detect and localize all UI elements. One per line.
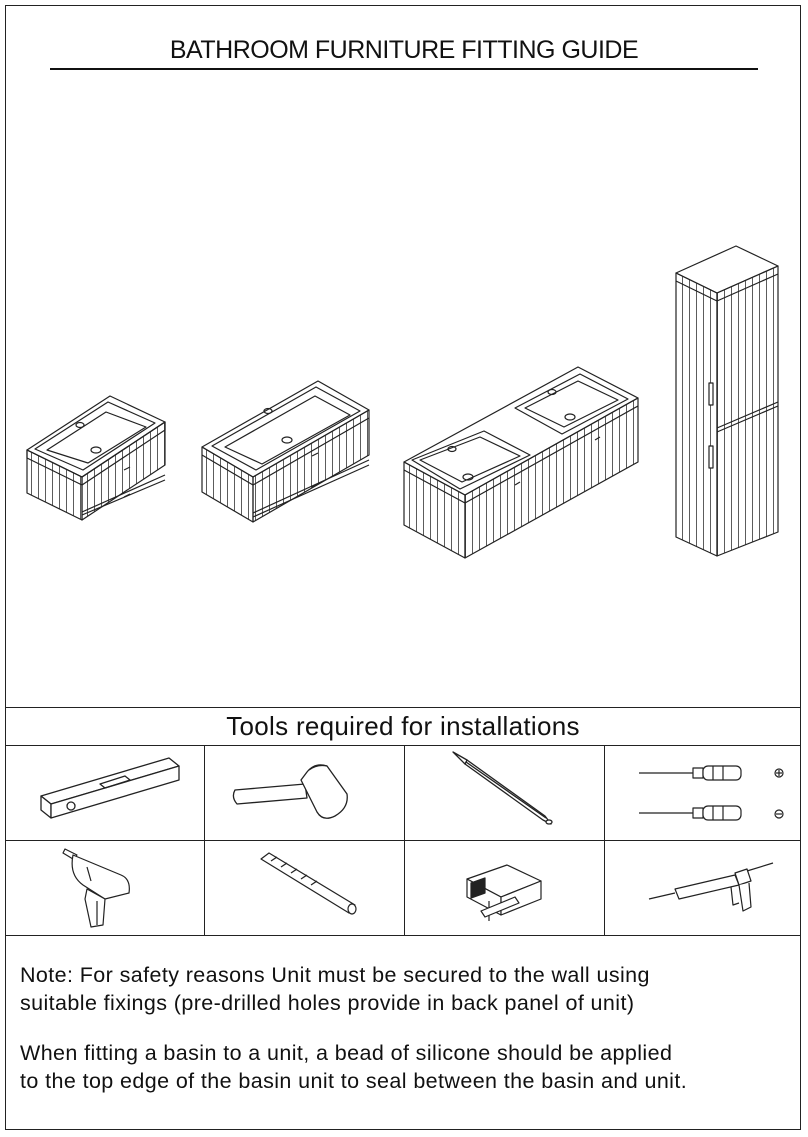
tool-cell-silicone-gun [605,841,801,935]
screwdrivers-icon [639,765,784,821]
tool-cell-power-drill [5,841,205,935]
note-line-2: suitable fixings (pre-drilled holes prov… [20,991,635,1015]
title-underline [50,68,758,70]
tools-grid-top-rule [5,745,801,746]
page-frame [5,5,801,1130]
spirit-level-icon [40,757,180,819]
small-vanity-unit-illustration [26,395,166,521]
tool-cell-screwdrivers [605,746,801,840]
note-line-4: to the top edge of the basin unit to sea… [20,1069,688,1093]
double-vanity-unit-illustration [403,366,639,559]
mallet-icon [232,764,348,819]
power-drill-icon [62,848,130,928]
note-line-1: Note: For safety reasons Unit must be se… [20,963,650,987]
tool-cell-drill-bit [205,841,405,935]
tool-cell-pencil [405,746,605,840]
medium-vanity-unit-illustration [201,380,370,523]
silicone-gun-icon [648,862,774,912]
note-line-3: When fitting a basin to a unit, a bead o… [20,1041,673,1065]
tape-measure-icon [466,864,542,921]
tool-cell-spirit-level [5,746,205,840]
product-illustrations [26,245,779,559]
tool-cell-mallet [205,746,405,840]
tools-grid-bottom-rule [5,935,801,936]
pencil-icon [452,751,553,825]
document-title: BATHROOM FURNITURE FITTING GUIDE [169,36,639,64]
tool-cell-tape-measure [405,841,605,935]
tools-section-title: Tools required for installations [226,711,580,741]
tools-section-top-rule [5,707,801,708]
tall-storage-unit-illustration [675,245,779,557]
drill-bit-icon [260,852,357,915]
tools-grid-middle-rule [5,840,801,841]
